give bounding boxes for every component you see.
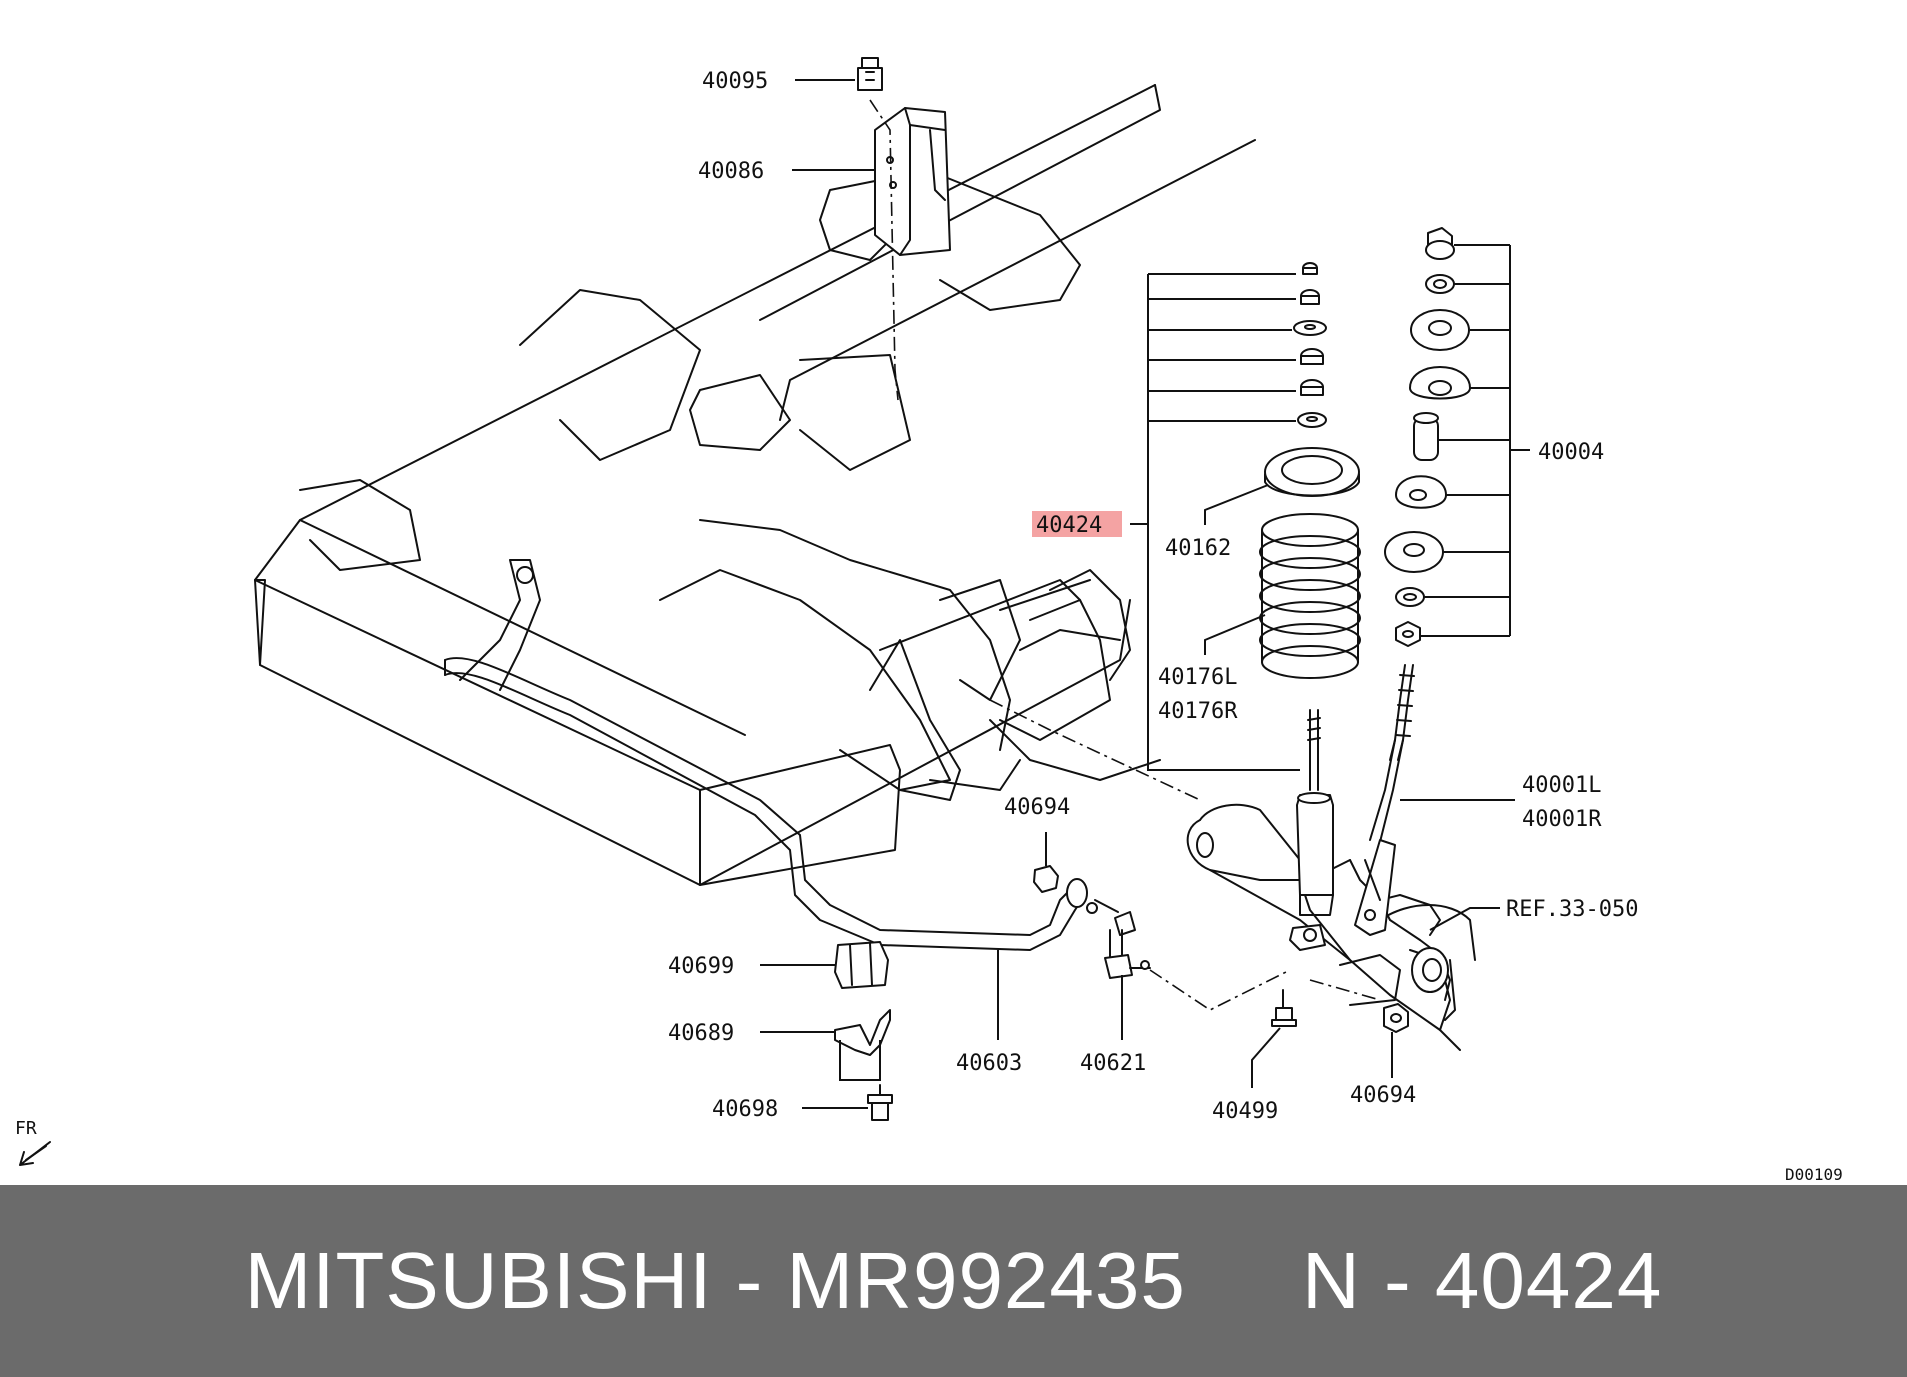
highlight-40424	[1032, 511, 1122, 537]
axis-line-1	[989, 699, 1201, 801]
callout-40603[interactable]: 40603	[956, 1051, 1022, 1076]
callout-40699[interactable]: 40699	[668, 954, 734, 979]
callout-40694-lower[interactable]: 40694	[1350, 1083, 1416, 1108]
shock-absorber-vertical	[1289, 709, 1334, 951]
callout-40086[interactable]: 40086	[698, 159, 764, 184]
callout-40621[interactable]: 40621	[1080, 1051, 1146, 1076]
callout-40162[interactable]: 40162	[1165, 536, 1231, 561]
leader-lines	[760, 79, 1530, 1109]
callout-40004[interactable]: 40004	[1538, 440, 1604, 465]
coil-spring	[1259, 513, 1361, 679]
front-arrow-icon	[19, 1141, 51, 1166]
part-number-text: MITSUBISHI - MR992435 N - 40424	[244, 1236, 1663, 1325]
callout-40176r[interactable]: 40176R	[1158, 699, 1238, 724]
spring-insulator	[1264, 447, 1360, 497]
shock-mount-bracket	[874, 107, 951, 256]
mount-bolt	[857, 57, 883, 91]
link-nut	[1033, 865, 1059, 893]
bracket-bolt	[867, 1084, 893, 1121]
bolt-axis-line	[869, 99, 899, 401]
callout-40001l[interactable]: 40001L	[1522, 773, 1601, 798]
callout-40001r[interactable]: 40001R	[1522, 807, 1602, 832]
callout-40176l[interactable]: 40176L	[1158, 665, 1237, 690]
callout-40424[interactable]: 40424	[1036, 513, 1102, 538]
parts-diagram: 40095 40086 40424 40162 40176L 40176R 40…	[15, 57, 1843, 1184]
front-direction-label: FR	[15, 1118, 37, 1139]
nut-40694-lower	[1383, 1003, 1409, 1033]
bolt-40499	[1271, 989, 1297, 1027]
stabilizer-bar	[444, 657, 1088, 951]
steering-knuckle	[1339, 904, 1476, 1031]
callout-ref-33-050[interactable]: REF.33-050	[1506, 897, 1638, 922]
footer-banner: MITSUBISHI - MR992435 N - 40424	[0, 1185, 1907, 1377]
stabilizer-bushing	[834, 941, 889, 989]
chassis-frame	[254, 84, 1256, 886]
callout-40499[interactable]: 40499	[1212, 1099, 1278, 1124]
stabilizer-bracket	[834, 1009, 891, 1056]
washer-stack-40424	[1293, 262, 1327, 428]
callout-40689[interactable]: 40689	[668, 1021, 734, 1046]
callout-40694-upper[interactable]: 40694	[1004, 795, 1070, 820]
axis-line-3	[1309, 979, 1381, 1001]
diagram-code: D00109	[1785, 1165, 1843, 1184]
shock-absorber-inclined	[1354, 664, 1415, 936]
callout-40698[interactable]: 40698	[712, 1097, 778, 1122]
axis-line-2	[1149, 969, 1291, 1011]
callout-40095[interactable]: 40095	[702, 69, 768, 94]
washer-stack-40004	[1384, 227, 1471, 647]
stabilizer-link	[1086, 899, 1151, 979]
